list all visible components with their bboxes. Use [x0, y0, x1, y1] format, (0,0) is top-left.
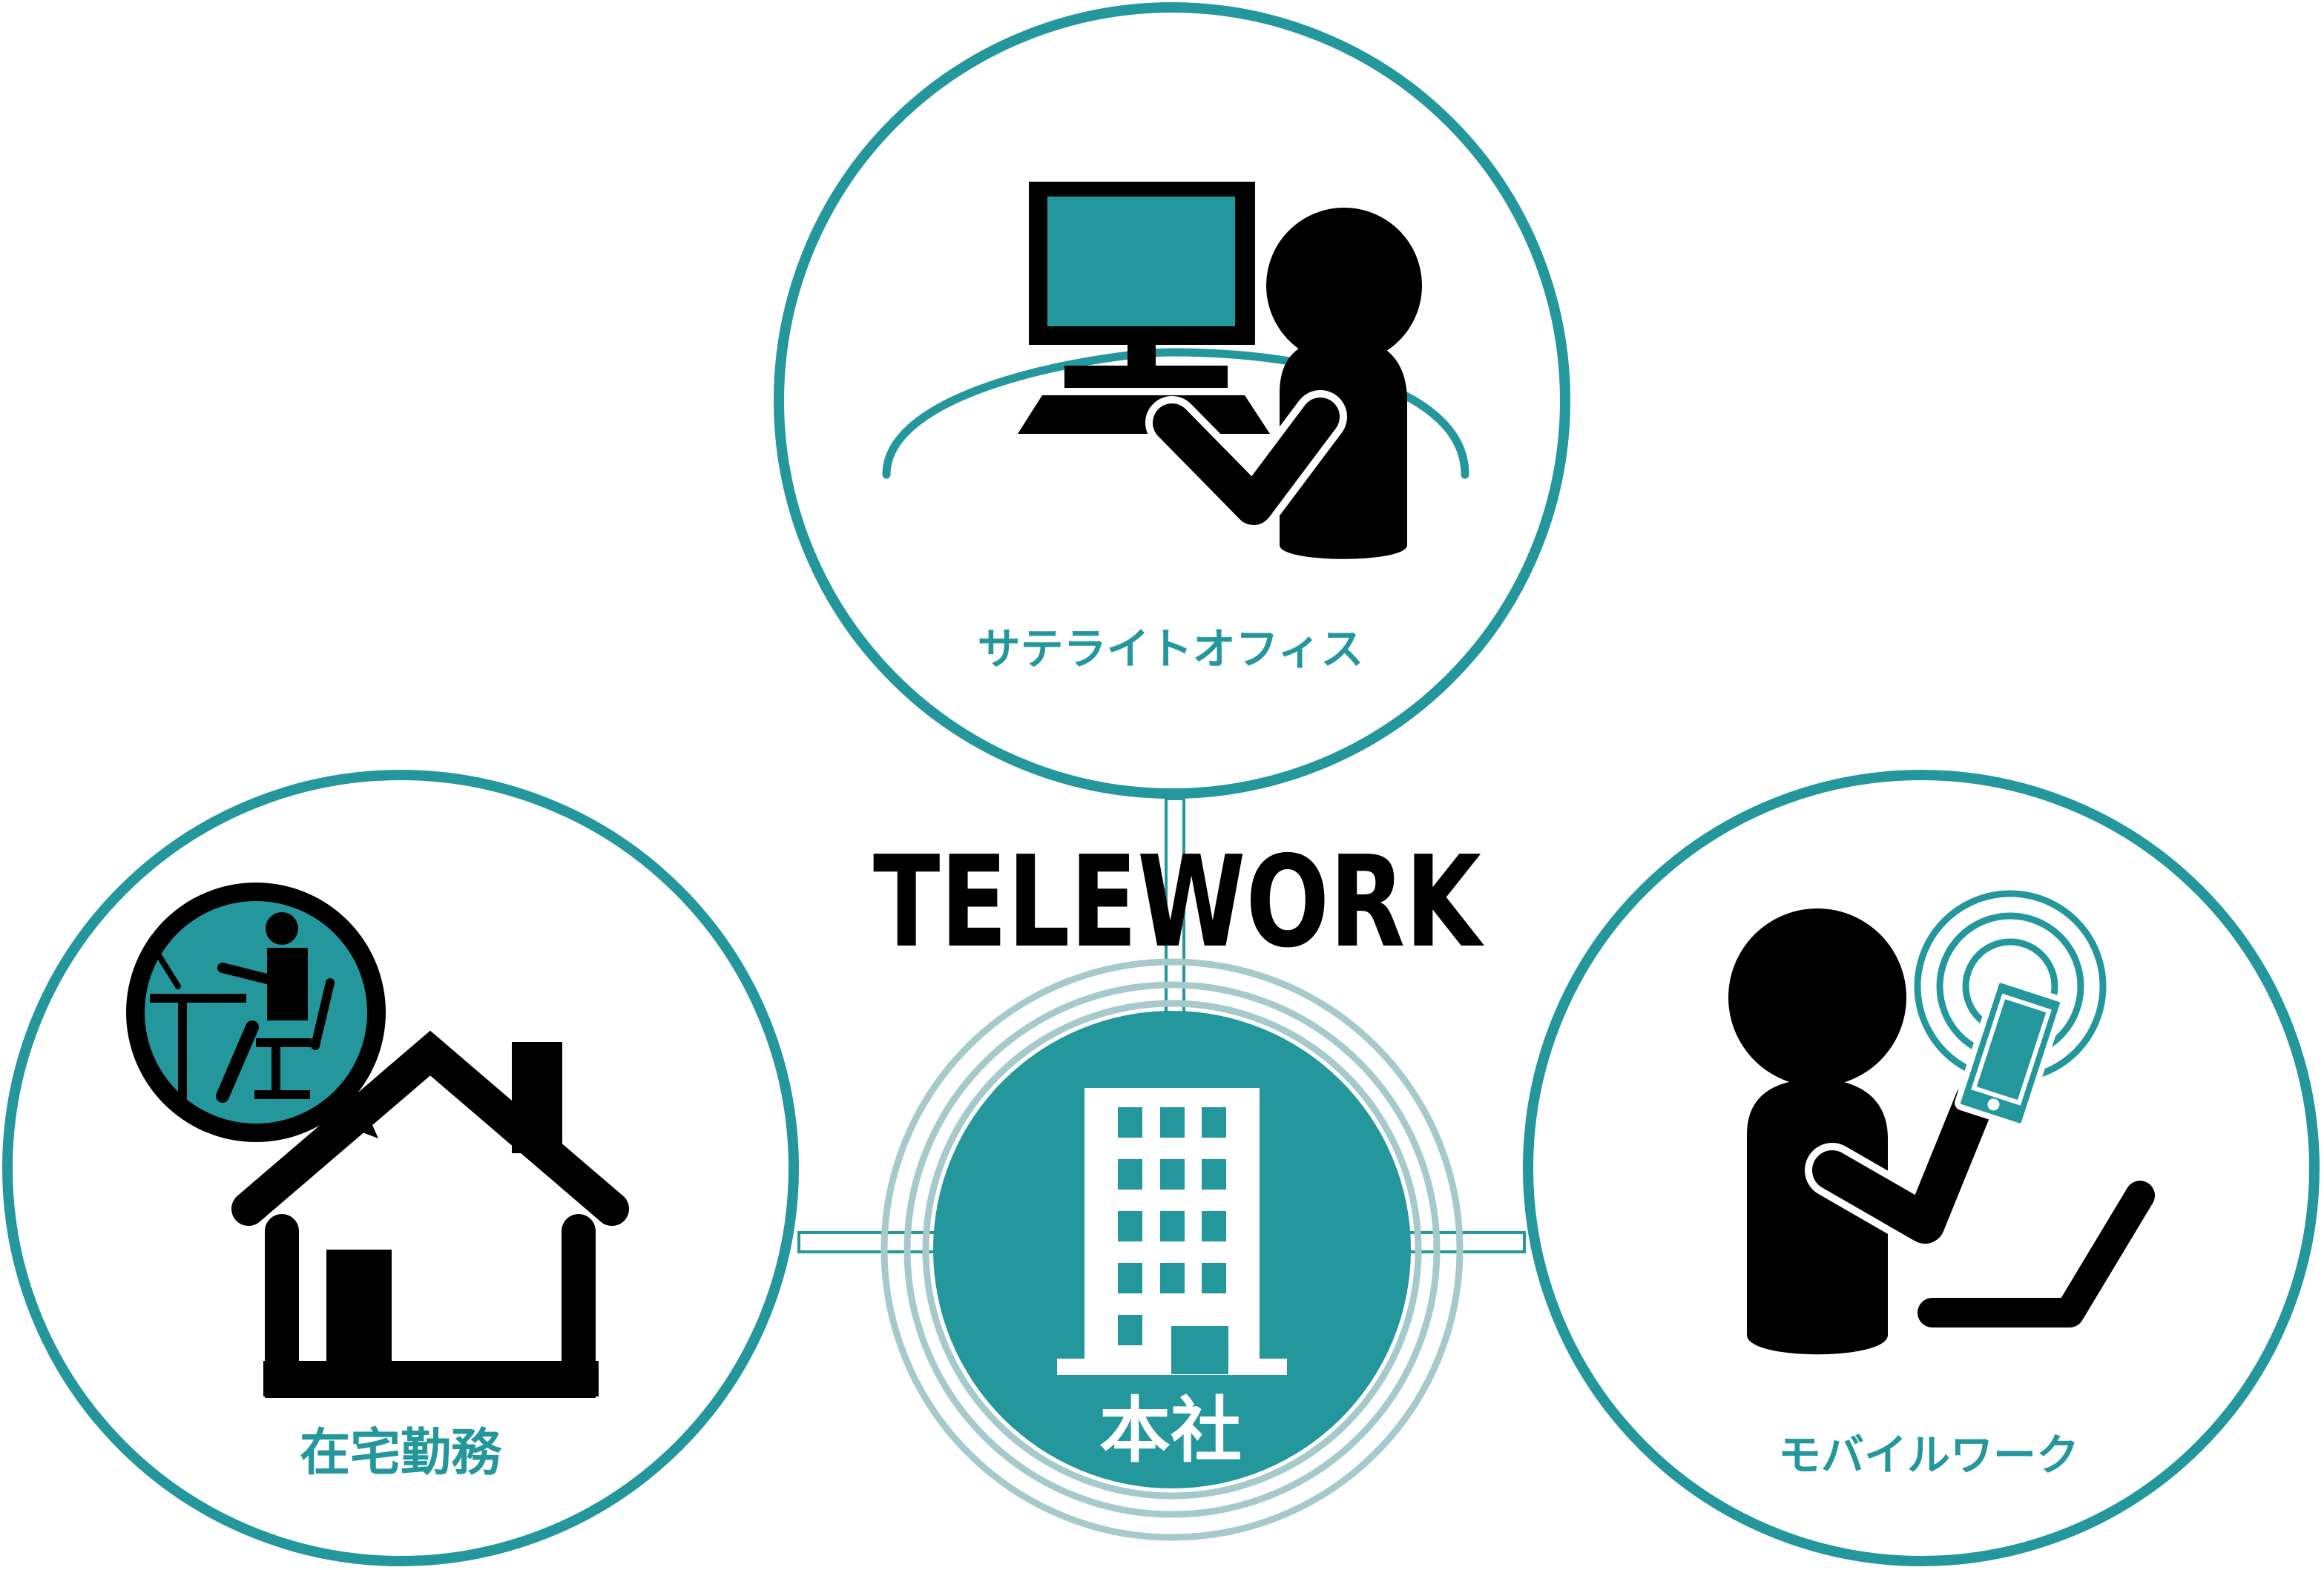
satellite-office-label: サテライトオフィス — [978, 624, 1364, 674]
diagram-title: TELEWORK — [873, 829, 1484, 976]
home-work-node: 在宅勤務 — [2, 770, 799, 1566]
office-building-icon — [1057, 1088, 1287, 1375]
mobile-work-label: モバイルワーク — [1778, 1430, 2079, 1480]
person-with-smartphone-icon — [1728, 890, 2155, 1355]
home-work-label: 在宅勤務 — [300, 1424, 502, 1482]
house-with-person-icon — [126, 883, 629, 1398]
hq-rings — [880, 958, 1464, 1541]
mobile-work-node: モバイルワーク — [1523, 770, 2320, 1566]
hq-label: 本社 — [1099, 1389, 1242, 1472]
office-worker-at-computer-icon — [882, 182, 1469, 559]
hq-node: 本社 — [933, 1011, 1411, 1488]
satellite-office-node: サテライトオフィス — [774, 2, 1570, 799]
